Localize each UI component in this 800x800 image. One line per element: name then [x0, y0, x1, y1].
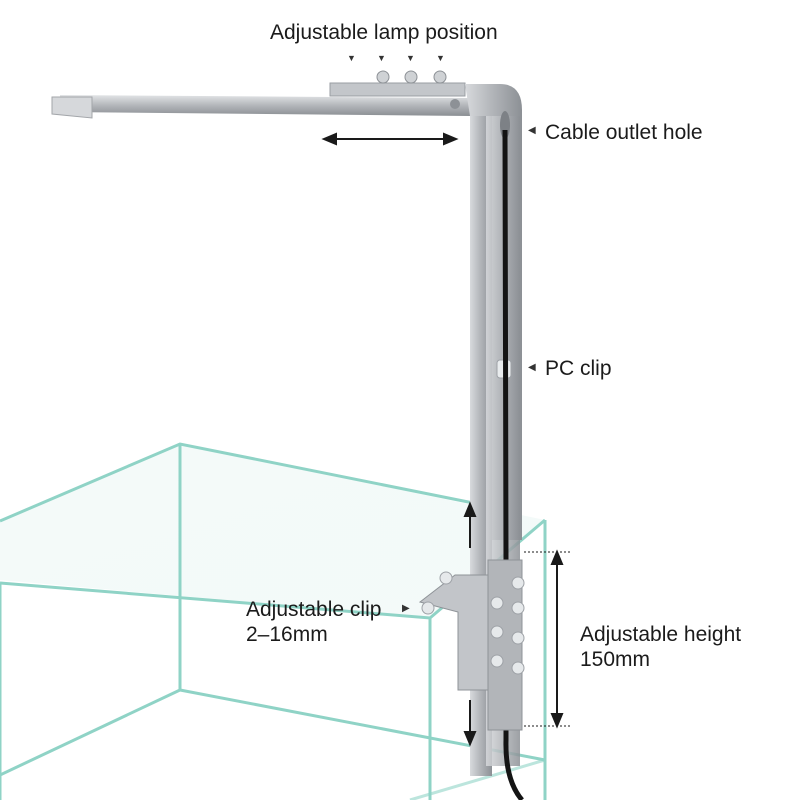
adjustable-clip-range: 2–16mm	[246, 623, 328, 646]
lamp-position-pointer-icon: ▼	[347, 53, 356, 63]
height-dimension-line	[524, 549, 570, 729]
height-up-arrow	[463, 501, 477, 548]
lamp-position-label: Adjustable lamp position	[270, 21, 498, 44]
tank-clamp	[418, 559, 525, 731]
adjustable-height-label: Adjustable height 150mm	[580, 622, 741, 672]
lamp-position-pointer-icon: ▼	[436, 53, 445, 63]
adjustable-clip-title: Adjustable clip	[246, 598, 382, 621]
adjustable-clip-pointer-icon: ▶	[402, 603, 410, 614]
power-cable	[502, 129, 524, 800]
pc-clip-label: PC clip	[545, 357, 612, 380]
height-down-arrow	[463, 700, 477, 747]
cable-outlet-pointer-icon: ◀	[528, 125, 536, 136]
horizontal-lamp-arm	[51, 70, 470, 119]
adjustable-height-title: Adjustable height	[580, 623, 742, 646]
lamp-position-arrow	[321, 132, 459, 146]
lamp-position-pointer-icon: ▼	[377, 53, 386, 63]
lamp-position-pointer-icon: ▼	[406, 53, 415, 63]
adjustable-clip-label: Adjustable clip 2–16mm	[246, 597, 381, 647]
pc-clip-pointer-icon: ◀	[528, 362, 536, 373]
adjustable-height-value: 150mm	[580, 648, 651, 671]
cable-outlet-label: Cable outlet hole	[545, 121, 703, 144]
